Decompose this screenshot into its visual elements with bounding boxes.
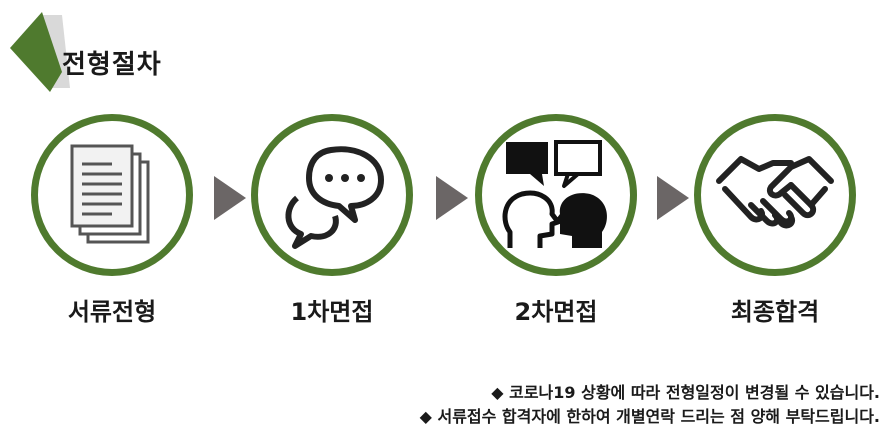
step-label-4: 최종합격: [730, 298, 820, 326]
notice-box: ◆ 코로나19 상황에 따라 전형일정이 변경될 수 있습니다. ◆ 서류접수 …: [420, 381, 880, 429]
chat-bubbles-icon: [285, 146, 384, 249]
step-first-interview: [251, 114, 413, 276]
arrow-3: [657, 176, 689, 220]
corner-decoration: [10, 12, 70, 92]
step-label-1: 서류전형: [67, 298, 157, 326]
documents-icon: [70, 144, 150, 244]
section-title: 전형절차: [62, 50, 162, 80]
step-label-3: 2차면접: [514, 298, 598, 326]
step-document-screening: [31, 114, 193, 276]
notice-line: ◆ 코로나19 상황에 따라 전형일정이 변경될 수 있습니다.: [491, 383, 880, 402]
handshake-icon: [716, 156, 834, 229]
interview-heads-icon: [502, 140, 607, 248]
notice-line: ◆ 서류접수 합격자에 한하여 개별연락 드리는 점 양해 부탁드립니다.: [419, 407, 880, 426]
step-second-interview: [475, 114, 637, 276]
step-final-acceptance: [694, 114, 856, 276]
arrow-2: [436, 176, 468, 220]
step-label-2: 1차면접: [290, 298, 374, 326]
arrow-1: [214, 176, 246, 220]
